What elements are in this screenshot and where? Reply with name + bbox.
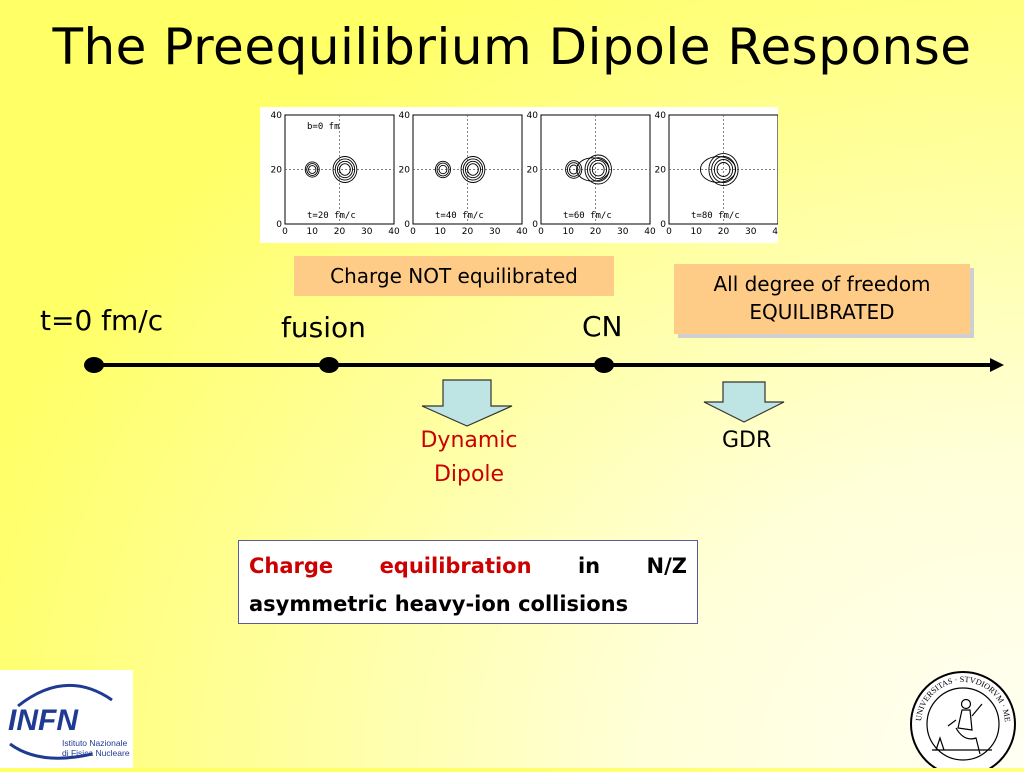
contour-large-nucleus <box>591 162 605 177</box>
timeline-point-fusion <box>319 357 339 373</box>
contour-large-nucleus <box>716 162 731 177</box>
fusion-label: fusion <box>281 311 366 344</box>
contour-neck <box>699 156 737 183</box>
plot-y-tick: 0 <box>660 220 666 230</box>
dynamic-dipole-label: Dynamic Dipole <box>404 424 534 492</box>
t0-label: t=0 fm/c <box>40 304 164 337</box>
dynamic-dipole-line1: Dynamic <box>420 428 518 453</box>
contour-small-nucleus <box>569 164 579 175</box>
plot-x-tick: 30 <box>489 227 501 237</box>
plot-x-tick: 40 <box>516 227 528 237</box>
contour-small-nucleus <box>308 165 317 174</box>
plot-impact-label: b=0 fm <box>307 122 340 132</box>
cn-label: CN <box>582 310 623 343</box>
plot-x-tick: 30 <box>745 227 757 237</box>
infn-sub2: di Fisica Nucleare <box>62 748 130 758</box>
note-black-text: in N/Z asymmetric heavy-ion collisions <box>249 554 687 616</box>
plot-y-tick: 0 <box>532 220 538 230</box>
contour-large-nucleus <box>584 154 612 185</box>
plot-y-tick: 40 <box>399 111 411 121</box>
timeline-point-t0 <box>84 357 104 373</box>
all-dof-line2: EQUILIBRATED <box>749 300 895 324</box>
contour-small-nucleus <box>306 163 319 176</box>
seal-outer-ring <box>910 671 1016 772</box>
infn-name: INFN <box>8 704 79 737</box>
plot-time-label: t=40 fm/c <box>435 211 484 221</box>
density-contour-plots: 0 10 20 30 40 40 20 0 b=0 fm t=20 fm/c 0 10 20 30 40 40… <box>260 107 784 243</box>
charge-not-equilibrated-label: Charge NOT equilibrated <box>330 264 578 288</box>
gdr-label: GDR <box>722 428 772 453</box>
timeline-arrowhead <box>990 358 1004 372</box>
plot-x-tick: 30 <box>617 227 629 237</box>
plot-x-tick: 20 <box>590 227 602 237</box>
plot-y-tick: 20 <box>655 166 667 176</box>
contour-large-nucleus <box>462 158 484 181</box>
dynamic-dipole-down-arrow <box>421 379 513 427</box>
contour-large-nucleus <box>464 160 481 179</box>
plot-x-tick: 20 <box>718 227 730 237</box>
plot-x-tick: 40 <box>772 227 778 237</box>
slide-title: The Preequilibrium Dipole Response <box>52 18 972 76</box>
gdr-down-arrow <box>703 381 785 423</box>
infn-sub1: Istituto Nazionale <box>62 738 127 748</box>
plot-time-label: t=20 fm/c <box>307 211 356 221</box>
contour-large-nucleus <box>339 163 351 176</box>
timeline-point-cn <box>594 357 614 373</box>
contour-large-nucleus <box>589 159 608 180</box>
plot-y-tick: 0 <box>404 220 410 230</box>
plot-x-tick: 20 <box>334 227 346 237</box>
plot-y-tick: 20 <box>527 166 539 176</box>
contour-plots-svg: 0 10 20 30 40 40 20 0 b=0 fm t=20 fm/c 0 10 20 30 40 40… <box>271 111 784 237</box>
plot-x-tick: 0 <box>538 227 544 237</box>
plot-x-tick: 10 <box>691 227 703 237</box>
plot-x-tick: 10 <box>563 227 575 237</box>
contour-large-nucleus <box>334 158 356 181</box>
plot-y-tick: 40 <box>271 111 283 121</box>
contour-large-nucleus <box>460 156 486 183</box>
contour-large-nucleus <box>332 156 358 183</box>
contour-small-nucleus <box>304 161 320 178</box>
plot-x-tick: 0 <box>666 227 672 237</box>
plot-x-tick: 30 <box>361 227 373 237</box>
plot-time-label: t=80 fm/c <box>691 211 740 221</box>
contour-small-nucleus <box>565 160 583 179</box>
plot-y-tick: 20 <box>271 166 283 176</box>
plot-y-tick: 40 <box>527 111 539 121</box>
plot-x-tick: 40 <box>388 227 400 237</box>
plot-x-tick: 40 <box>644 227 656 237</box>
plot-x-tick: 0 <box>410 227 416 237</box>
note-red-text: Charge equilibration <box>249 554 532 578</box>
charge-equilibration-note: Charge equilibration in N/Z asymmetric h… <box>238 540 698 624</box>
all-dof-line1: All degree of freedom <box>713 272 931 296</box>
plot-x-tick: 0 <box>282 227 288 237</box>
plot-x-tick: 20 <box>462 227 474 237</box>
infn-logo: INFN Istituto Nazionale di Fisica Nuclea… <box>0 670 133 768</box>
contour-neck <box>576 157 610 182</box>
plot-y-tick: 0 <box>276 220 282 230</box>
infn-logo-svg: INFN Istituto Nazionale di Fisica Nuclea… <box>8 683 130 760</box>
plot-x-tick: 10 <box>435 227 447 237</box>
seal-svg: UNIVERSITAS · STVDIORVM · MEDIOLANENSIS <box>903 661 1016 772</box>
seal-figure <box>932 698 992 755</box>
timeline-graphic <box>84 357 1004 427</box>
plot-x-tick: 10 <box>307 227 319 237</box>
infn-orbit-top <box>17 683 113 708</box>
contour-small-nucleus <box>566 162 581 177</box>
contour-large-nucleus <box>336 160 353 179</box>
plot-y-tick: 20 <box>399 166 411 176</box>
contour-large-nucleus <box>708 153 739 186</box>
university-seal: UNIVERSITAS · STVDIORVM · MEDIOLANENSIS <box>903 661 1020 772</box>
contour-small-nucleus <box>434 160 451 179</box>
contour-large-nucleus <box>467 163 479 176</box>
all-dof-equilibrated-box: All degree of freedom EQUILIBRATED <box>674 264 970 334</box>
contour-small-nucleus <box>438 164 448 175</box>
seal-inner-ring <box>926 687 1000 761</box>
infn-orbit-bottom <box>9 742 93 760</box>
plot-time-label: t=60 fm/c <box>563 211 612 221</box>
charge-not-equilibrated-box: Charge NOT equilibrated <box>294 256 614 296</box>
contour-small-nucleus <box>436 162 450 177</box>
contour-large-nucleus <box>713 159 734 180</box>
dynamic-dipole-line2: Dipole <box>433 462 505 487</box>
plot-y-tick: 40 <box>655 111 667 121</box>
